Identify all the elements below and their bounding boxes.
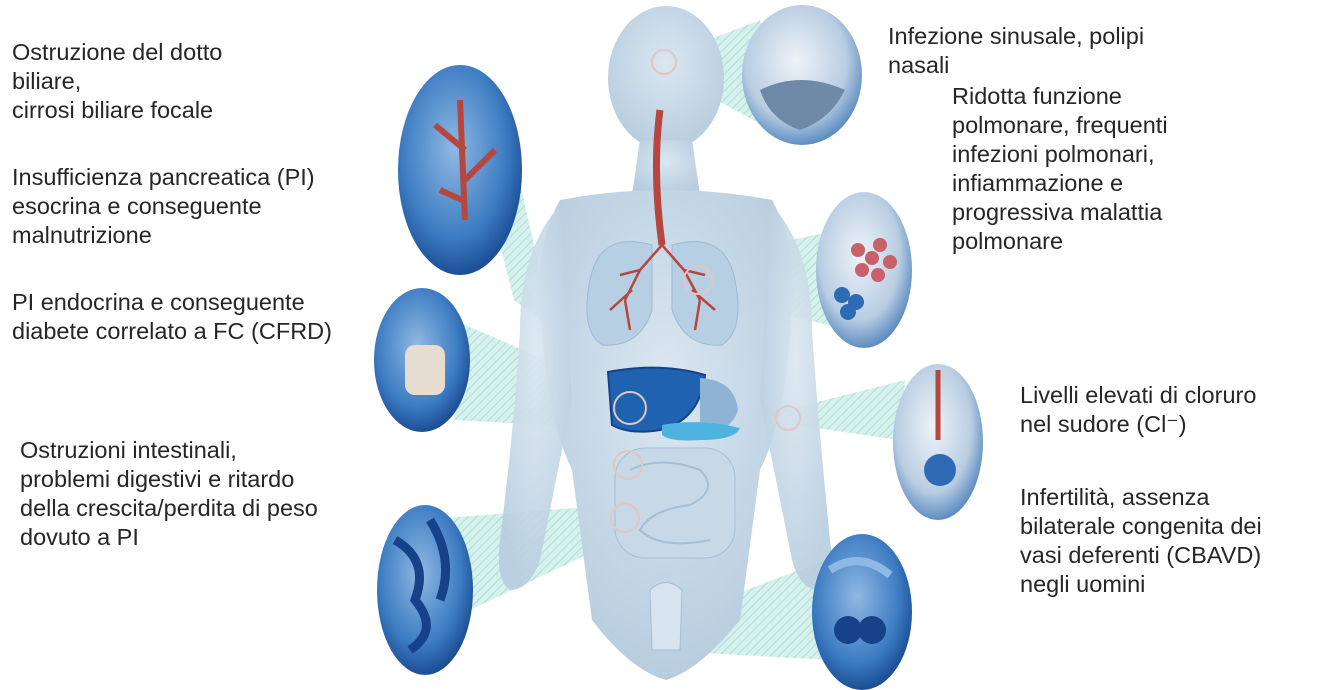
- label-sweat-chloride: Livelli elevati di cloruro nel sudore (C…: [1020, 381, 1340, 439]
- magnifier-biliary: [398, 65, 522, 275]
- label-infertility-cbavd: Infertilità, assenza bilaterale congenit…: [1020, 483, 1340, 599]
- label-intestinal-obstruction: Ostruzioni intestinali, problemi digesti…: [20, 436, 400, 552]
- label-biliary-obstruction: Ostruzione del dotto biliare, cirrosi bi…: [12, 38, 342, 125]
- neck: [632, 140, 700, 195]
- label-lung-function: Ridotta funzione polmonare, frequenti in…: [952, 82, 1332, 256]
- magnifier-fertility: [812, 534, 912, 690]
- magnifier-sweat: [893, 364, 983, 520]
- label-pancreatic-insufficiency: Insufficienza pancreatica (PI) esocrina …: [12, 163, 392, 250]
- intestines: [615, 448, 735, 558]
- label-cfrd: PI endocrina e conseguente diabete corre…: [12, 288, 392, 346]
- reproductive: [650, 583, 682, 651]
- label-sinus-infection: Infezione sinusale, polipi nasali: [888, 22, 1328, 80]
- magnifier-sinus: [742, 5, 862, 145]
- head: [608, 6, 724, 150]
- magnifier-lung: [816, 192, 912, 348]
